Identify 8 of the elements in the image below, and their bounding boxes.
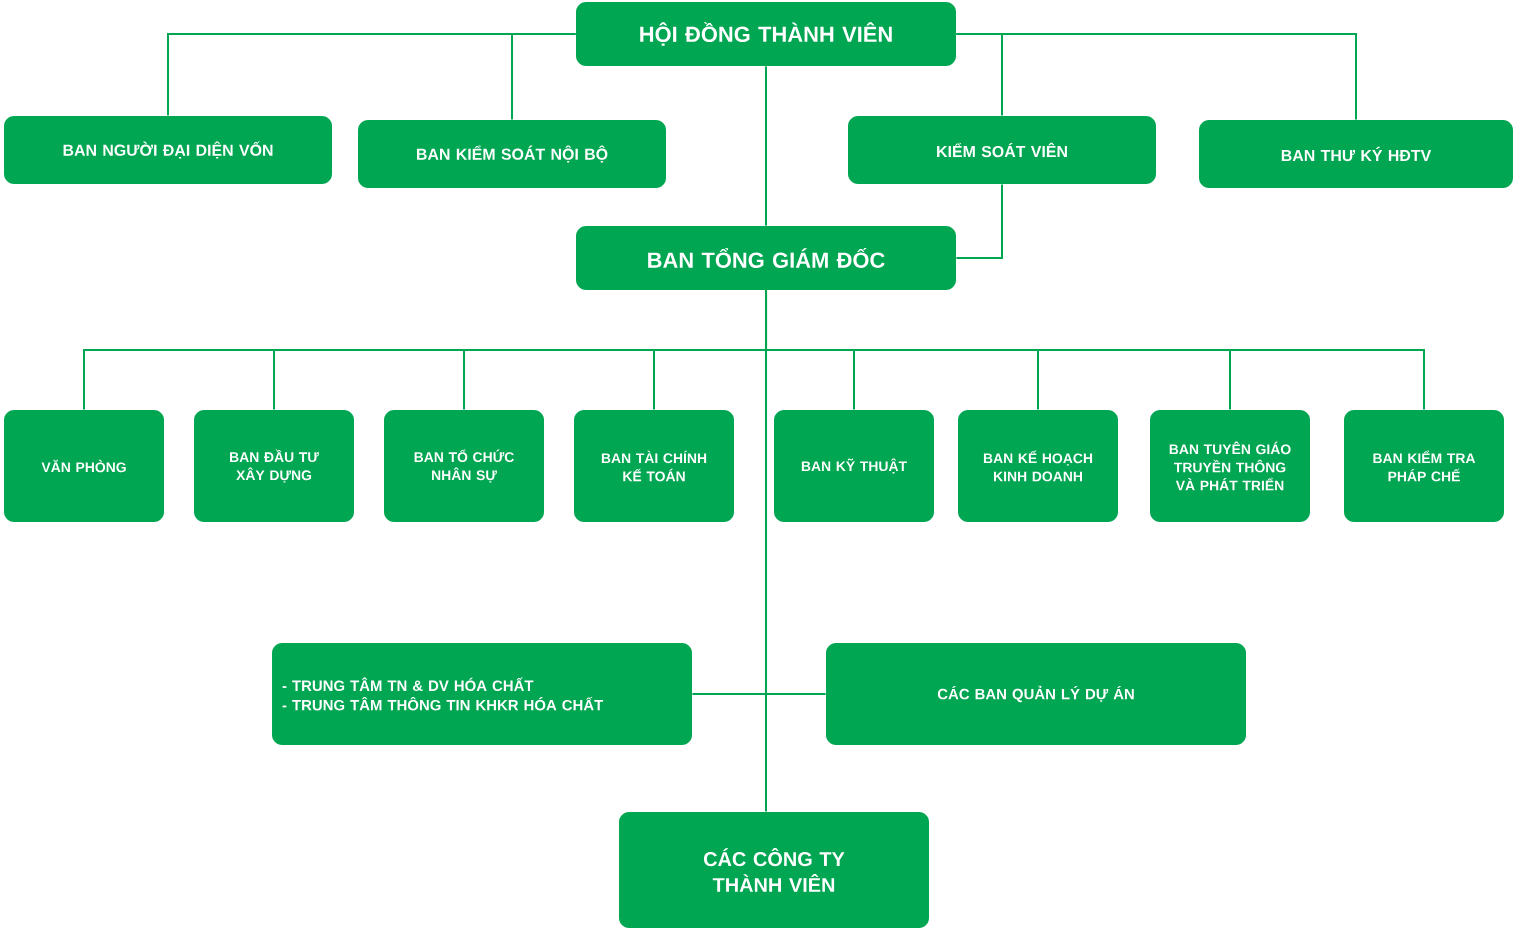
connector-line [511,33,577,121]
connector-line [955,183,1003,259]
connector-line [955,33,1357,121]
connector-line [765,289,767,813]
org-box: BAN TỔNG GIÁM ĐỐC [576,226,956,290]
org-box: HỘI ĐỒNG THÀNH VIÊN [576,2,956,66]
org-box: CÁC CÔNG TY THÀNH VIÊN [619,812,929,928]
connector-line [765,65,767,227]
